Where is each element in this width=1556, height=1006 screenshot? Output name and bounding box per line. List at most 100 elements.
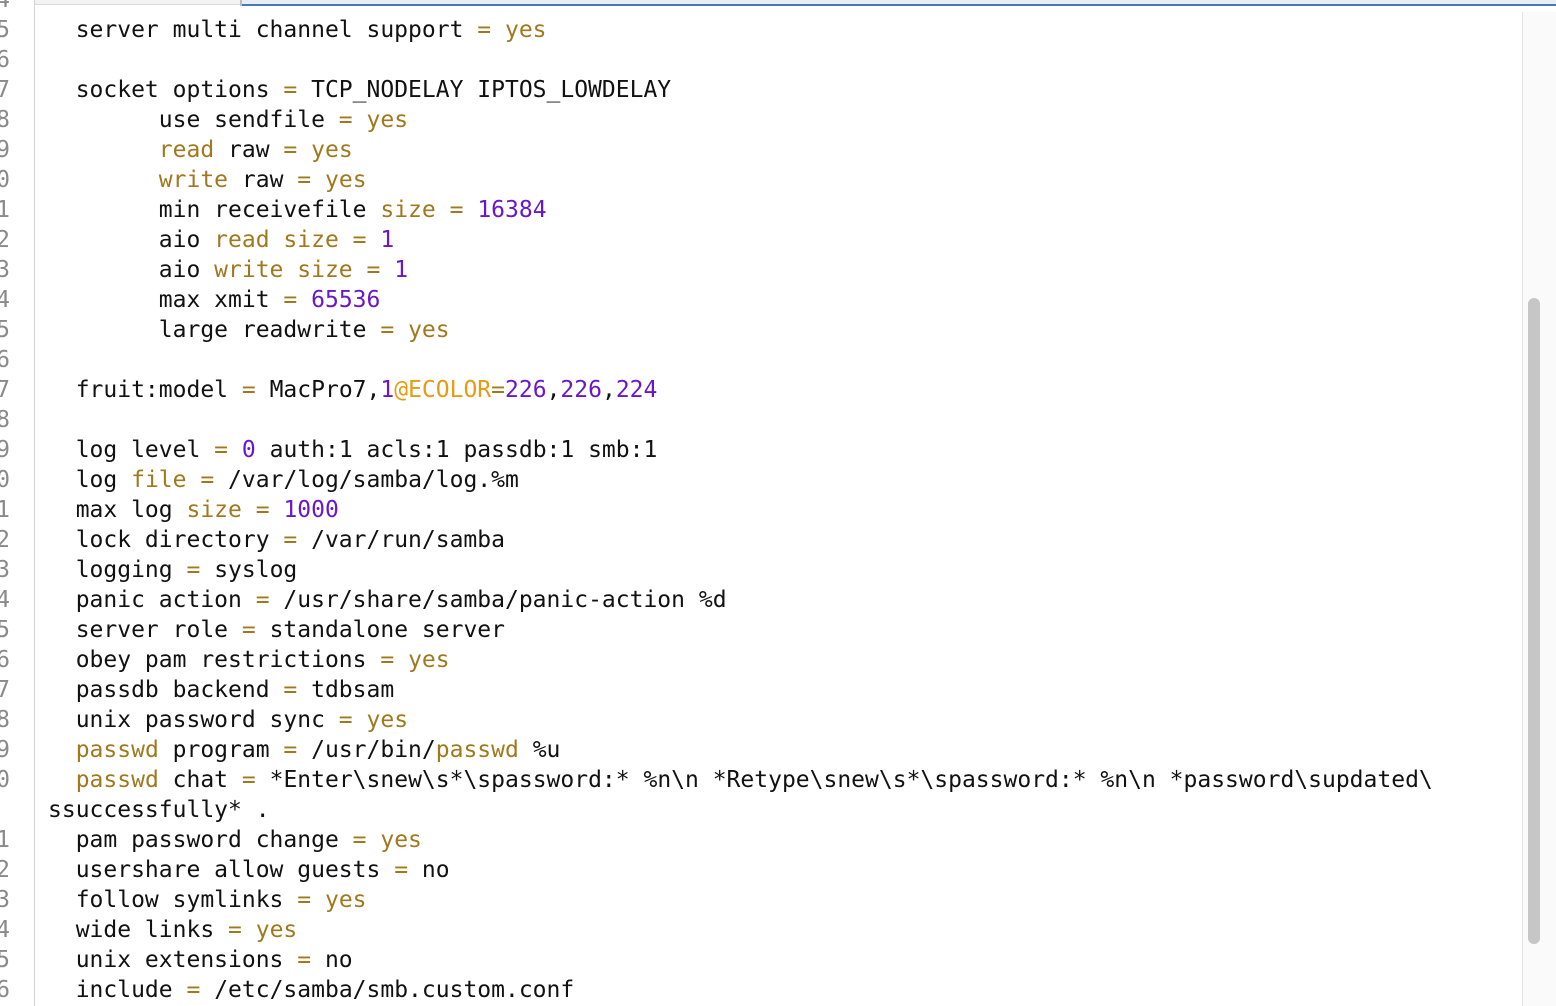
code-line[interactable]: passdb backend = tdbsam bbox=[48, 675, 395, 705]
code-line[interactable]: unix password sync = yes bbox=[48, 705, 408, 735]
code-token bbox=[339, 227, 353, 253]
code-line[interactable]: include = /etc/samba/smb.custom.conf bbox=[48, 975, 575, 1005]
code-line[interactable]: socket options = TCP_NODELAY IPTOS_LOWDE… bbox=[48, 75, 671, 105]
line-number: 2 bbox=[0, 527, 10, 553]
code-token: include bbox=[48, 977, 187, 1003]
code-token: program bbox=[158, 737, 284, 763]
code-token: TCP_NODELAY IPTOS_LOWDELAY bbox=[297, 77, 672, 103]
line-number: 5 bbox=[0, 947, 10, 973]
line-number: 6 bbox=[0, 347, 10, 373]
line-number: 4 bbox=[0, 917, 10, 943]
code-token: yes bbox=[255, 917, 298, 943]
inactive-tab-edge[interactable] bbox=[0, 0, 240, 5]
code-token: read bbox=[158, 137, 215, 163]
line-number: 4 bbox=[0, 587, 10, 613]
code-token: 16384 bbox=[477, 197, 547, 223]
code-token: yes bbox=[380, 827, 422, 853]
code-token: yes bbox=[504, 17, 547, 43]
code-token: = bbox=[241, 617, 256, 643]
code-line[interactable]: fruit:model = MacPro7,1@ECOLOR=226,226,2… bbox=[48, 375, 658, 405]
code-token: ssuccessfully* . bbox=[48, 797, 270, 823]
line-number: 3 bbox=[0, 557, 10, 583]
code-line[interactable]: max xmit = 65536 bbox=[48, 285, 381, 315]
code-token: panic action bbox=[48, 587, 256, 613]
code-line[interactable]: aio write size = 1 bbox=[48, 255, 408, 285]
code-line[interactable]: usershare allow guests = no bbox=[48, 855, 450, 885]
code-token: yes bbox=[366, 707, 409, 733]
code-line[interactable]: passwd chat = *Enter\snew\s*\spassword:*… bbox=[48, 765, 1433, 795]
code-line[interactable]: min receivefile size = 16384 bbox=[48, 195, 547, 225]
code-token: = bbox=[380, 317, 395, 343]
code-token: fruit:model bbox=[48, 377, 242, 403]
code-line[interactable]: max log size = 1000 bbox=[48, 495, 339, 525]
code-token: yes bbox=[408, 647, 450, 673]
code-line[interactable]: use sendfile = yes bbox=[48, 105, 408, 135]
code-token: = bbox=[394, 857, 409, 883]
line-number: 1 bbox=[0, 197, 10, 223]
line-number: 4 bbox=[0, 0, 10, 13]
line-number: 6 bbox=[0, 977, 10, 1003]
code-token bbox=[367, 827, 381, 853]
scrollbar-thumb[interactable] bbox=[1528, 298, 1540, 944]
code-token: no bbox=[408, 857, 450, 883]
code-line[interactable]: follow symlinks = yes bbox=[48, 885, 367, 915]
code-token: = bbox=[283, 287, 298, 313]
code-token bbox=[48, 767, 76, 793]
code-line[interactable]: unix extensions = no bbox=[48, 945, 353, 975]
code-line[interactable]: large readwrite = yes bbox=[48, 315, 450, 345]
code-line[interactable]: obey pam restrictions = yes bbox=[48, 645, 450, 675]
line-number bbox=[0, 795, 10, 825]
code-token: unix extensions bbox=[48, 947, 298, 973]
code-token bbox=[394, 647, 408, 673]
code-line[interactable]: pam password change = yes bbox=[48, 825, 422, 855]
line-number: 3 bbox=[0, 257, 10, 283]
line-number: 4 bbox=[0, 287, 10, 313]
code-token: = bbox=[283, 77, 298, 103]
code-token: server role bbox=[48, 617, 242, 643]
code-line[interactable]: server role = standalone server bbox=[48, 615, 505, 645]
code-token: raw bbox=[214, 137, 284, 163]
vertical-scrollbar[interactable] bbox=[1522, 12, 1556, 1006]
code-token bbox=[270, 497, 284, 523]
code-line[interactable]: ssuccessfully* . bbox=[48, 795, 270, 825]
code-token: large readwrite bbox=[48, 317, 381, 343]
code-token: yes bbox=[325, 167, 367, 193]
line-number: 0 bbox=[0, 467, 10, 493]
code-token: read size bbox=[214, 227, 339, 253]
code-token: = bbox=[214, 437, 229, 463]
code-token: pam password change bbox=[48, 827, 353, 853]
code-line[interactable]: server multi channel support = yes bbox=[48, 15, 547, 45]
code-token bbox=[353, 107, 367, 133]
code-line[interactable]: log level = 0 auth:1 acls:1 passdb:1 smb… bbox=[48, 435, 658, 465]
code-token bbox=[380, 257, 394, 283]
code-token: aio bbox=[48, 257, 215, 283]
line-number: 7 bbox=[0, 377, 10, 403]
code-line[interactable]: panic action = /usr/share/samba/panic-ac… bbox=[48, 585, 727, 615]
code-line[interactable]: write raw = yes bbox=[48, 165, 367, 195]
code-line[interactable]: read raw = yes bbox=[48, 135, 353, 165]
code-line[interactable]: lock directory = /var/run/samba bbox=[48, 525, 505, 555]
active-tab-edge[interactable] bbox=[242, 0, 1556, 6]
code-token bbox=[48, 167, 159, 193]
code-line[interactable]: passwd program = /usr/bin/passwd %u bbox=[48, 735, 561, 765]
code-token: = bbox=[338, 107, 353, 133]
code-token bbox=[491, 17, 505, 43]
code-token: aio bbox=[48, 227, 215, 253]
line-number: 6 bbox=[0, 47, 10, 73]
code-editor[interactable]: server multi channel support = yes socke… bbox=[35, 0, 1523, 1006]
code-line[interactable]: wide links = yes bbox=[48, 915, 298, 945]
code-line[interactable]: log file = /var/log/samba/log.%m bbox=[48, 465, 519, 495]
code-token: no bbox=[311, 947, 353, 973]
line-number: 0 bbox=[0, 167, 10, 193]
code-token: /var/log/samba/log.%m bbox=[214, 467, 519, 493]
code-token: = bbox=[297, 947, 312, 973]
code-token: = bbox=[241, 767, 256, 793]
code-token: /usr/share/samba/panic-action %d bbox=[269, 587, 727, 613]
code-token bbox=[311, 887, 325, 913]
line-number: 5 bbox=[0, 617, 10, 643]
code-token: = bbox=[477, 17, 492, 43]
code-line[interactable]: logging = syslog bbox=[48, 555, 298, 585]
code-token: obey pam restrictions bbox=[48, 647, 381, 673]
code-token: = bbox=[255, 587, 270, 613]
code-line[interactable]: aio read size = 1 bbox=[48, 225, 394, 255]
